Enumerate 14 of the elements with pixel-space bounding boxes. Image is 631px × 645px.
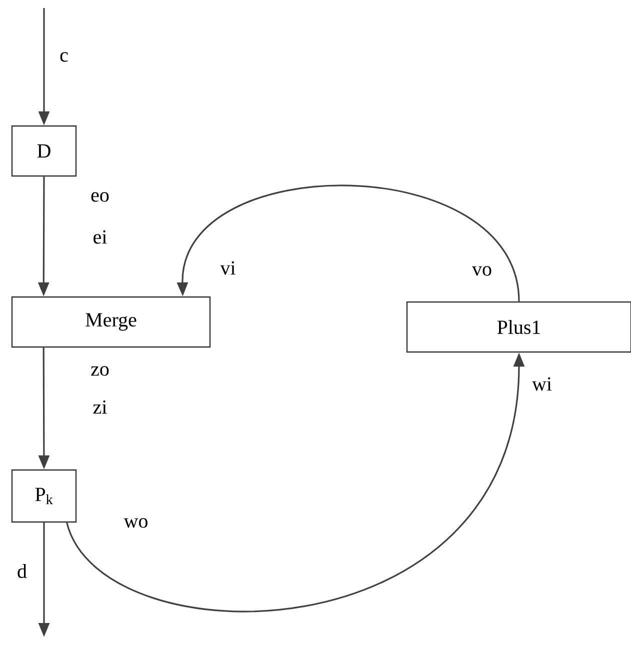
process-box: D: [11, 125, 77, 177]
port-label: ei: [94, 230, 107, 244]
process-box: Merge: [11, 296, 211, 348]
port-label: vo: [472, 266, 492, 276]
process-box: Plus1: [406, 301, 631, 353]
process-box: P$_{k}$: [11, 469, 77, 523]
port-label: wi: [532, 377, 552, 391]
port-label: eo: [91, 192, 109, 202]
port-label: wo: [124, 518, 148, 528]
port-label: zi: [93, 400, 107, 414]
edge-label: d: [18, 564, 27, 578]
port-label: zo: [91, 366, 109, 376]
edge-label: c: [60, 52, 68, 62]
port-label: vi: [220, 261, 236, 275]
